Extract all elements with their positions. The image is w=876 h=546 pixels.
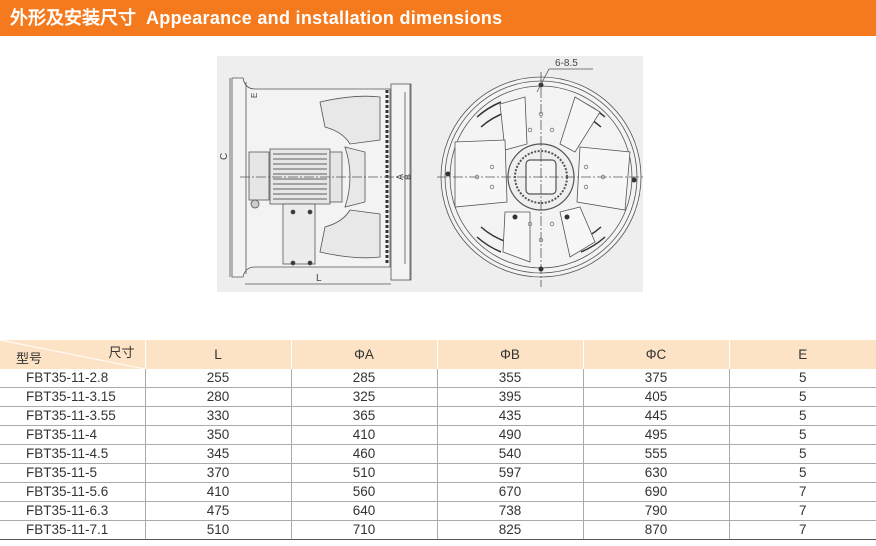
cell-model: FBT35-11-3.15 <box>0 387 145 407</box>
cell-l: 330 <box>144 406 291 426</box>
dim-label-l: L <box>316 273 322 284</box>
cell-l: 410 <box>144 482 291 502</box>
cell-model: FBT35-11-4 <box>0 425 145 445</box>
cell-c: 405 <box>582 387 729 407</box>
cell-model: FBT35-11-2.8 <box>0 369 145 388</box>
cell-l: 370 <box>144 463 291 483</box>
cell-model: FBT35-11-5.6 <box>0 482 145 502</box>
cell-e: 7 <box>728 501 876 521</box>
dim-label-a: A <box>395 174 405 180</box>
cell-b: 670 <box>436 482 583 502</box>
banner-title-en: Appearance and installation dimensions <box>146 8 503 28</box>
fan-dimension-drawing: C E A B L <box>215 52 645 297</box>
cell-a: 710 <box>290 520 437 540</box>
hole-spec-label: 6-8.5 <box>555 58 578 69</box>
column-header-a: ΦA <box>290 340 437 369</box>
cell-model: FBT35-11-7.1 <box>0 520 145 540</box>
cell-a: 510 <box>290 463 437 483</box>
cell-l: 475 <box>144 501 291 521</box>
cell-a: 325 <box>290 387 437 407</box>
cell-l: 350 <box>144 425 291 445</box>
cell-e: 5 <box>728 406 876 426</box>
cell-a: 460 <box>290 444 437 464</box>
cell-e: 5 <box>728 444 876 464</box>
cell-model: FBT35-11-4.5 <box>0 444 145 464</box>
cell-b: 395 <box>436 387 583 407</box>
cell-a: 365 <box>290 406 437 426</box>
section-banner: 外形及安装尺寸 Appearance and installation dimen… <box>0 0 876 36</box>
corner-label-dimension: 尺寸 <box>108 345 135 360</box>
cell-model: FBT35-11-5 <box>0 463 145 483</box>
cell-a: 640 <box>290 501 437 521</box>
dim-label-e: E <box>250 93 259 98</box>
cell-c: 445 <box>582 406 729 426</box>
cell-e: 5 <box>728 463 876 483</box>
table-header-row: 尺寸 型号 L ΦA ΦB ΦC E <box>0 340 876 369</box>
cell-b: 597 <box>436 463 583 483</box>
cell-c: 790 <box>582 501 729 521</box>
cell-c: 375 <box>582 369 729 388</box>
cell-b: 540 <box>436 444 583 464</box>
cell-l: 345 <box>144 444 291 464</box>
cell-e: 7 <box>728 482 876 502</box>
dim-label-b: B <box>403 174 413 180</box>
banner-title-cn: 外形及安装尺寸 <box>10 8 136 28</box>
column-header-c: ΦC <box>582 340 729 369</box>
cell-model: FBT35-11-6.3 <box>0 501 145 521</box>
cell-c: 870 <box>582 520 729 540</box>
cell-b: 738 <box>436 501 583 521</box>
column-header-l: L <box>144 340 291 369</box>
cell-l: 510 <box>144 520 291 540</box>
cell-b: 355 <box>436 369 583 388</box>
cell-l: 280 <box>144 387 291 407</box>
cell-a: 410 <box>290 425 437 445</box>
cell-e: 5 <box>728 387 876 407</box>
front-view: 6-8.5 <box>437 58 645 287</box>
corner-header: 尺寸 型号 <box>0 340 145 369</box>
corner-label-model: 型号 <box>16 351 43 366</box>
cell-a: 560 <box>290 482 437 502</box>
column-header-b: ΦB <box>436 340 583 369</box>
cell-e: 7 <box>728 520 876 540</box>
cell-e: 5 <box>728 369 876 388</box>
cell-a: 285 <box>290 369 437 388</box>
cell-e: 5 <box>728 425 876 445</box>
side-view: C E A B L <box>219 77 413 285</box>
cell-b: 435 <box>436 406 583 426</box>
cell-c: 555 <box>582 444 729 464</box>
cell-l: 255 <box>144 369 291 388</box>
column-header-e: E <box>728 340 876 369</box>
cell-b: 490 <box>436 425 583 445</box>
cell-c: 690 <box>582 482 729 502</box>
cell-b: 825 <box>436 520 583 540</box>
cell-c: 630 <box>582 463 729 483</box>
cell-model: FBT35-11-3.55 <box>0 406 145 426</box>
dim-label-c: C <box>219 153 230 160</box>
cell-c: 495 <box>582 425 729 445</box>
